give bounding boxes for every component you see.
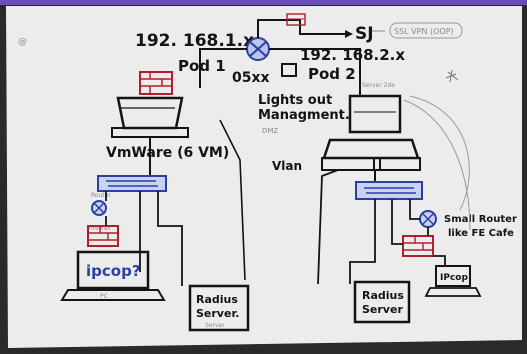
pod1-label: Pod 1 <box>178 57 226 75</box>
ssl-vpn-label: SSL VPN (OOP) <box>394 27 454 36</box>
pod2-server-icon <box>321 138 421 171</box>
pod2-switch-router-link <box>409 199 420 220</box>
radius-left-server-note: Server <box>205 322 225 329</box>
vlan-label: Vlan <box>272 159 302 173</box>
pencil-curve-1 <box>409 95 470 211</box>
pod2-radius-server-icon <box>353 280 411 324</box>
corner-mark: @ <box>18 37 27 47</box>
network-2-label: 192. 168.2.x <box>300 46 405 64</box>
pod2-monitor-icon <box>348 94 402 134</box>
pod2-label: Pod 2 <box>308 65 356 83</box>
pod1-switch-icon <box>97 175 167 192</box>
pod2-switch-firewall-link <box>391 199 403 245</box>
like-fe-label: like FE Cafe <box>448 228 514 239</box>
pod2-laptop-icon <box>424 265 482 297</box>
pod2-switch-radius-link <box>349 199 376 284</box>
pc-label: PC <box>100 293 108 300</box>
pod1-laptop-icon <box>60 250 166 301</box>
radius-left-line1: Radius <box>196 293 238 306</box>
pod1-lan-firewall-icon <box>87 225 119 247</box>
network-1-label: 192. 168.1.x <box>135 31 254 51</box>
pod1-radius-server-icon <box>188 284 250 332</box>
dmz-note: DMZ <box>262 127 278 135</box>
pod2-firewall-laptop-link <box>433 255 446 266</box>
radius-right-line2: Server <box>362 303 403 316</box>
ipcop-left-label: ipcop? <box>86 262 141 280</box>
pod2-vlan-link <box>317 169 339 285</box>
top-bar <box>0 0 527 5</box>
ssl-vpn-box <box>389 22 463 39</box>
router-pod1-link <box>199 48 247 88</box>
sj-label: SJ <box>355 24 374 44</box>
pencil-curve-2 <box>403 99 471 231</box>
vmware-label: VmWare (6 VM) <box>106 145 229 161</box>
pod1-firewall-icon <box>139 71 173 95</box>
router-code-label: 05xx <box>232 70 270 86</box>
pod2-switch-icon <box>355 181 423 200</box>
pod1-switch-radius-link <box>157 191 183 286</box>
pod1-router-small-label: Router <box>91 192 111 199</box>
paper-sheet <box>6 6 522 348</box>
pod2-router-icon <box>419 210 437 228</box>
firewall-icon <box>286 13 306 26</box>
pod2-firewall-icon <box>402 235 434 257</box>
ipcop-right-label: IPcop <box>440 273 468 283</box>
radius-right-line1: Radius <box>362 289 404 302</box>
small-router-label: Small Router <box>444 214 517 225</box>
doodle-mark <box>445 69 459 83</box>
router-icon <box>246 37 270 61</box>
wan-link <box>257 19 345 38</box>
lights-out-label: Lights out <box>258 93 332 108</box>
management-label: Managment. <box>258 108 350 123</box>
lom-device <box>281 63 297 77</box>
router-pod2-link <box>269 48 361 96</box>
pod1-vlan-link <box>219 119 246 281</box>
wan-arrow <box>345 30 353 38</box>
radius-left-line2: Server. <box>196 307 239 320</box>
pod1-router-icon <box>91 200 107 216</box>
pod2-server-note: Server 2de <box>362 82 395 89</box>
